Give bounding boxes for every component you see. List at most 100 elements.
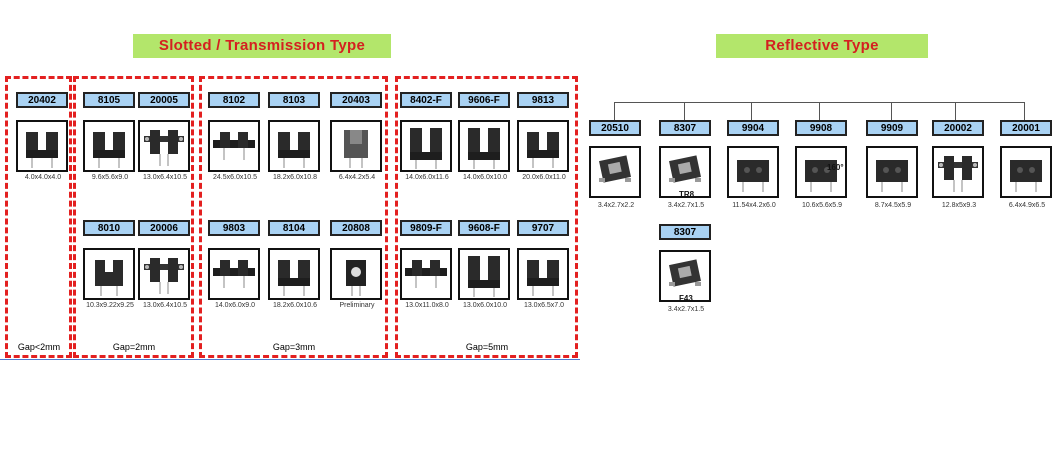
sensor-item[interactable]: 9803 14.0x6.0x9.0 xyxy=(206,220,264,328)
gap-label: Gap=5mm xyxy=(465,342,509,352)
reflective-type-title: Reflective Type xyxy=(716,34,928,58)
dimension-label: 10.3x9.22x9.25 xyxy=(86,302,134,309)
dimension-label: 8.7x4.5x5.9 xyxy=(874,202,912,209)
part-number-tag: 8307 xyxy=(659,120,711,136)
sensor-item[interactable]: 9904 11.54x4.2x6.0 xyxy=(725,120,783,228)
sensor-item[interactable]: 8102 24.5x6.0x10.5 xyxy=(206,92,264,200)
dimension-label: 20.0x6.0x11.0 xyxy=(522,174,566,181)
sensor-illustration xyxy=(26,132,58,168)
dimension-label: 24.5x6.0x10.5 xyxy=(213,174,257,181)
sensor-illustration xyxy=(669,155,701,183)
sensor-item[interactable]: 8307 F43 3.4x2.7x1.5 xyxy=(657,224,715,332)
dimension-label: 9.6x5.6x9.0 xyxy=(91,174,129,181)
sensor-illustration xyxy=(938,156,978,192)
sensor-item[interactable]: 9908 160° 10.6x5.6x5.9 xyxy=(793,120,851,228)
sensor-photo xyxy=(330,248,382,300)
sensor-item[interactable]: 20005 13.0x6.4x10.5 xyxy=(136,92,194,200)
sensor-photo xyxy=(208,248,260,300)
dimension-label: 11.54x4.2x6.0 xyxy=(732,202,776,209)
dimension-label: 6.4x4.9x6.5 xyxy=(1008,202,1046,209)
sensor-item[interactable]: 8307 TR8 3.4x2.7x1.5 xyxy=(657,120,715,228)
sensor-item[interactable]: 8010 10.3x9.22x9.25 xyxy=(81,220,139,328)
sensor-item[interactable]: 9813 20.0x6.0x11.0 xyxy=(515,92,573,200)
sensor-item[interactable]: 20402 4.0x4.0x4.0 xyxy=(14,92,72,200)
variant-label: F43 xyxy=(679,294,693,303)
part-number-tag: 9813 xyxy=(517,92,569,108)
dimension-label: 13.0x6.5x7.0 xyxy=(523,302,565,309)
group-gap-2mm xyxy=(73,76,194,358)
sensor-item[interactable]: 8105 9.6x5.6x9.0 xyxy=(81,92,139,200)
sensor-illustration xyxy=(805,160,837,192)
dimension-label: Preliminary xyxy=(339,302,375,309)
part-number-tag: 20001 xyxy=(1000,120,1052,136)
sensor-photo xyxy=(458,120,510,172)
sensor-photo xyxy=(517,248,569,300)
sensor-illustration xyxy=(213,260,255,288)
sensor-item[interactable]: 20403 6.4x4.2x5.4 xyxy=(328,92,386,200)
part-number-tag: 9809-F xyxy=(400,220,452,236)
sensor-item[interactable]: 9809-F 13.0x11.0x8.0 xyxy=(398,220,456,328)
sensor-illustration xyxy=(410,128,442,169)
dimension-label: 10.6x5.6x5.9 xyxy=(801,202,843,209)
part-number-tag: 8307 xyxy=(659,224,711,240)
part-number-tag: 9904 xyxy=(727,120,779,136)
part-number-tag: 20002 xyxy=(932,120,984,136)
dimension-label: 13.0x6.0x10.0 xyxy=(463,302,507,309)
part-number-tag: 9606-F xyxy=(458,92,510,108)
sensor-item[interactable]: 20808 Preliminary xyxy=(328,220,386,328)
part-number-tag: 9707 xyxy=(517,220,569,236)
sensor-illustration xyxy=(144,258,184,294)
part-number-tag: 8102 xyxy=(208,92,260,108)
slotted-type-title: Slotted / Transmission Type xyxy=(133,34,391,58)
dimension-label: 14.0x6.0x11.6 xyxy=(405,174,449,181)
sensor-photo xyxy=(866,146,918,198)
sensor-photo xyxy=(589,146,641,198)
sensor-photo xyxy=(16,120,68,172)
part-number-tag: 20403 xyxy=(330,92,382,108)
sensor-illustration xyxy=(213,132,255,160)
gap-label: Gap<2mm xyxy=(17,342,61,352)
dimension-label: 3.4x2.7x1.5 xyxy=(667,202,705,209)
sensor-item[interactable]: 20510 3.4x2.7x2.2 xyxy=(587,120,645,228)
group-gap-under-2mm xyxy=(5,76,72,358)
sensor-photo xyxy=(138,248,190,300)
part-number-tag: 8010 xyxy=(83,220,135,236)
dimension-label: 14.0x6.0x10.0 xyxy=(463,174,507,181)
sensor-item[interactable]: 9909 8.7x4.5x5.9 xyxy=(864,120,922,228)
sensor-illustration xyxy=(278,260,310,296)
sensor-item[interactable]: 20002 12.8x5x9.3 xyxy=(930,120,988,228)
sensor-photo xyxy=(268,248,320,300)
sensor-item[interactable]: 9707 13.0x6.5x7.0 xyxy=(515,220,573,328)
sensor-illustration xyxy=(1010,160,1042,192)
sensor-photo xyxy=(400,120,452,172)
tree-connector xyxy=(955,102,956,120)
sensor-photo xyxy=(517,120,569,172)
sensor-photo xyxy=(400,248,452,300)
sensor-photo xyxy=(795,146,847,198)
sensor-item[interactable]: 8104 18.2x6.0x10.6 xyxy=(266,220,324,328)
sensor-photo xyxy=(268,120,320,172)
sensor-item[interactable]: 9608-F 13.0x6.0x10.0 xyxy=(456,220,514,328)
sensor-photo xyxy=(932,146,984,198)
tree-connector xyxy=(614,102,615,120)
part-number-tag: 20402 xyxy=(16,92,68,108)
sensor-item[interactable]: 8103 18.2x6.0x10.8 xyxy=(266,92,324,200)
dimension-label: 6.4x4.2x5.4 xyxy=(338,174,376,181)
part-number-tag: 9908 xyxy=(795,120,847,136)
tree-connector xyxy=(751,102,752,120)
tree-connector xyxy=(1024,102,1025,120)
gap-label: Gap=3mm xyxy=(272,342,316,352)
sensor-illustration xyxy=(527,132,559,168)
sensor-item[interactable]: 8402-F 14.0x6.0x11.6 xyxy=(398,92,456,200)
variant-label: 160° xyxy=(827,163,844,172)
sensor-illustration xyxy=(527,260,559,296)
sensor-photo xyxy=(659,250,711,302)
sensor-illustration xyxy=(346,260,366,296)
sensor-item[interactable]: 20001 6.4x4.9x6.5 xyxy=(998,120,1056,228)
sensor-item[interactable]: 20006 13.0x6.4x10.5 xyxy=(136,220,194,328)
dimension-label: 18.2x6.0x10.6 xyxy=(273,302,317,309)
sensor-illustration xyxy=(669,259,701,287)
sensor-photo xyxy=(83,248,135,300)
part-number-tag: 9909 xyxy=(866,120,918,136)
sensor-item[interactable]: 9606-F 14.0x6.0x10.0 xyxy=(456,92,514,200)
